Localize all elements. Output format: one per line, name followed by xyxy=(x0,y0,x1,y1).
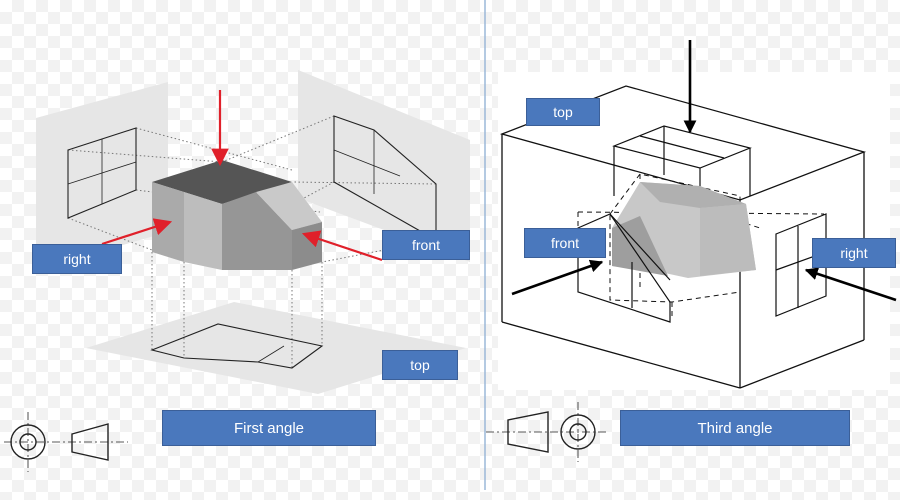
l-shaped-solid xyxy=(152,160,322,270)
first-angle-right-label: right xyxy=(32,244,122,274)
first-angle-front-label: front xyxy=(382,230,470,260)
first-angle-top-label: top xyxy=(382,350,458,380)
viewing-arrows-first-angle xyxy=(101,90,383,262)
front-view-on-box xyxy=(577,213,671,323)
viewing-arrows-third-angle xyxy=(511,40,897,302)
left-plane-view xyxy=(67,127,137,219)
first-angle-symbol xyxy=(4,412,128,472)
third-angle-right-label: right xyxy=(812,238,896,268)
arrow-right-view xyxy=(101,218,173,246)
third-angle-symbol xyxy=(486,402,606,462)
first-angle-title: First angle xyxy=(162,410,376,446)
bottom-plane-view xyxy=(150,323,324,369)
right-plane-view xyxy=(333,115,437,241)
arrow-front-view xyxy=(301,230,383,262)
first-angle-diagram xyxy=(4,70,470,472)
third-angle-front-label: front xyxy=(524,228,606,258)
bottom-projection-plane xyxy=(86,302,466,394)
arrow-right-view xyxy=(804,267,897,302)
third-angle-top-label: top xyxy=(526,98,600,126)
third-angle-title: Third angle xyxy=(620,410,850,446)
arrow-front-view xyxy=(511,259,604,296)
